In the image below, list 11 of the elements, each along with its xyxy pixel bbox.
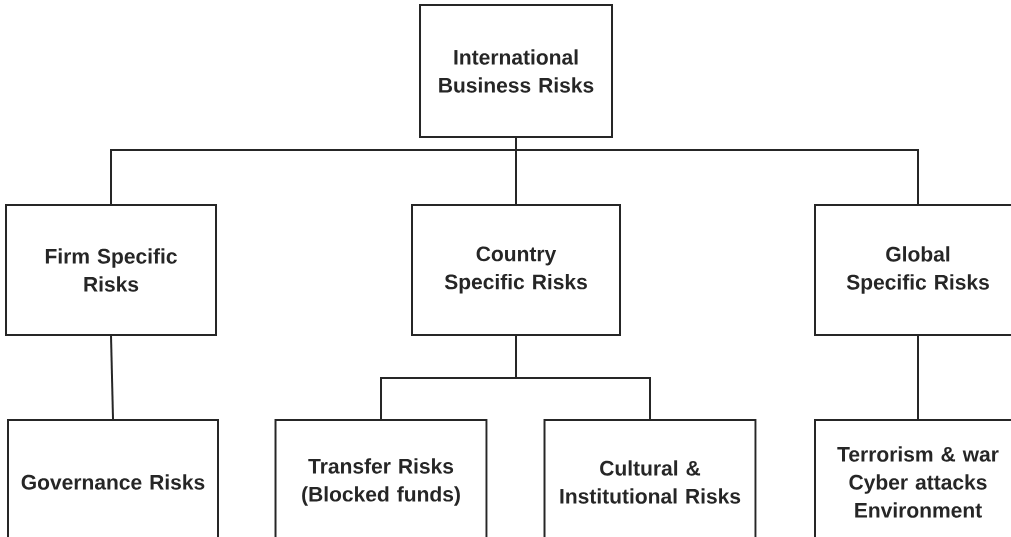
connector-line — [110, 335, 114, 420]
risk-box: Terrorism & war Cyber attacks Environment — [814, 419, 1011, 537]
connector-line — [917, 335, 919, 420]
risk-box: Global Specific Risks — [814, 204, 1011, 336]
risk-box: Governance Risks — [7, 419, 219, 537]
risk-box: International Business Risks — [419, 4, 613, 138]
risk-box: Transfer Risks (Blocked funds) — [274, 419, 488, 537]
risk-box: Firm Specific Risks — [5, 204, 217, 336]
connector-line — [515, 335, 651, 420]
risk-box: Cultural & Institutional Risks — [543, 419, 757, 537]
risk-box: Country Specific Risks — [411, 204, 621, 336]
